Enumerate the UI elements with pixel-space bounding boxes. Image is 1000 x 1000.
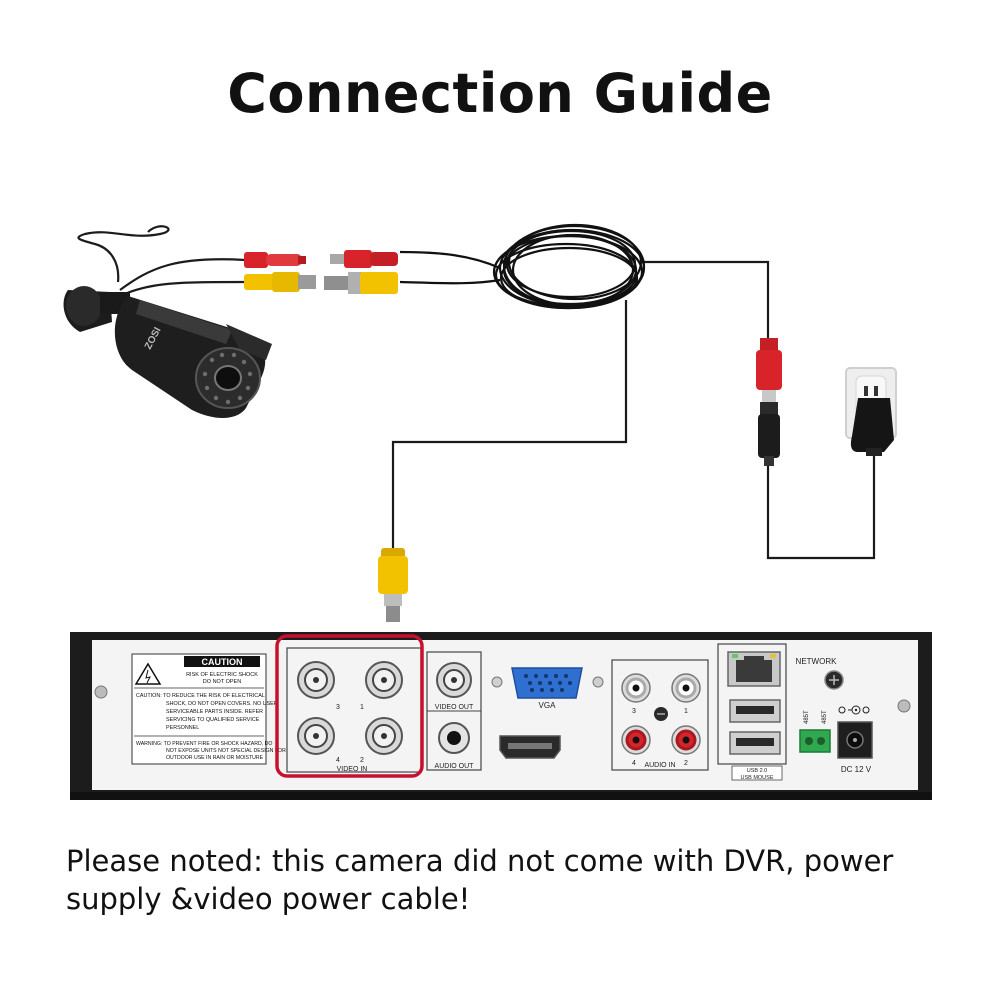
bullet-camera-icon: ZOSI [63, 286, 272, 418]
network-label: NETWORK [796, 657, 838, 666]
camera-dc-female-plug-icon [244, 252, 306, 268]
connection-diagram: ZOSI [63, 223, 932, 800]
warning-text2: NOT EXPOSE UNITS NOT SPECIAL DESIGN FOR [166, 748, 286, 754]
usb-port-top[interactable] [729, 699, 781, 723]
polarity-symbol-icon [838, 705, 870, 715]
caution-heading: CAUTION [202, 657, 243, 667]
power-connector-red-icon [756, 338, 782, 466]
caution-text5: PERSONNEL [166, 725, 199, 731]
rs485-label-a: 485T [804, 710, 810, 724]
audio-out-port[interactable] [438, 722, 470, 754]
vga-label: VGA [539, 701, 557, 710]
usb-label-1: USB 2.0 [747, 768, 767, 774]
camera-bnc-female-plug-icon [244, 272, 316, 292]
page-title: Connection Guide [227, 62, 773, 125]
camera-pigtail [77, 225, 246, 297]
audio-in-port-2[interactable] [671, 725, 701, 755]
video-in-port-4-label: 4 [336, 757, 340, 764]
caution-sub2: DO NOT OPEN [203, 679, 241, 685]
caution-text2: SHOCK, DO NOT OPEN COVERS. NO USER [166, 701, 278, 707]
ground-terminal-icon [824, 670, 844, 690]
video-in-port-2-label: 2 [360, 757, 364, 764]
warning-text3: OUTDOOR USE IN RAIN OR MOISTURE [166, 755, 264, 761]
video-in-port-4[interactable] [297, 717, 335, 755]
video-in-highlight [275, 634, 424, 778]
audio-in-block: 3 1 4 2 AUDIO IN [611, 659, 709, 771]
dvr-bnc-plug-icon [378, 548, 408, 622]
video-in-port-3[interactable] [297, 661, 335, 699]
caution-label: CAUTION RISK OF ELECTRIC SHOCK DO NOT OP… [131, 653, 286, 765]
video-cable-line [391, 300, 628, 548]
power-cable-line [640, 260, 770, 338]
caution-text3: SERVICEABLE PARTS INSIDE. REFER [166, 709, 263, 715]
audio-in-label: AUDIO IN [644, 762, 675, 769]
dc-power-port[interactable] [837, 721, 873, 759]
caution-text1: CAUTION: TO REDUCE THE RISK OF ELECTRICA… [136, 693, 265, 699]
usb-label-2: USB MOUSE [740, 775, 773, 781]
ground-screw-icon [654, 707, 668, 721]
video-in-port-3-label: 3 [336, 704, 340, 711]
video-out-label: VIDEO OUT [435, 704, 474, 711]
video-in-port-2[interactable] [365, 717, 403, 755]
network-port[interactable] [727, 651, 781, 687]
video-in-port-1[interactable] [365, 661, 403, 699]
video-in-label: VIDEO IN [337, 766, 368, 773]
adapter-cable-line [766, 452, 876, 560]
note-line-2: supply &video power cable! [66, 882, 471, 916]
hdmi-port[interactable] [499, 735, 561, 759]
cable-bnc-male-plug-icon [324, 272, 398, 294]
audio-in-port-3[interactable] [621, 673, 651, 703]
note-line-1: Please noted: this camera did not come w… [66, 844, 894, 878]
dc-label: DC 12 V [841, 765, 872, 774]
caution-text4: SERVICING TO QUALIFIED SERVICE [166, 717, 260, 723]
cable-dc-male-plug-icon [330, 250, 398, 268]
audio-in-port-2-label: 2 [684, 760, 688, 767]
video-audio-out-block: VIDEO OUT AUDIO OUT [426, 651, 482, 771]
video-in-port-1-label: 1 [360, 704, 364, 711]
rs485-label-b: 485T [822, 710, 828, 724]
audio-in-port-4[interactable] [621, 725, 651, 755]
power-adapter-icon [850, 398, 894, 456]
audio-in-port-1-label: 1 [684, 708, 688, 715]
vga-port[interactable] [491, 667, 604, 699]
audio-in-port-3-label: 3 [632, 708, 636, 715]
video-in-block: 3 1 4 2 VIDEO IN [286, 647, 422, 773]
cable-coil-icon [399, 223, 646, 310]
audio-in-port-1[interactable] [671, 673, 701, 703]
video-out-port[interactable] [436, 662, 472, 698]
cable-lines [391, 260, 876, 560]
caution-sub1: RISK OF ELECTRIC SHOCK [186, 672, 258, 678]
rs485-terminal[interactable] [799, 729, 831, 753]
warning-text1: WARNING: TO PREVENT FIRE OR SHOCK HAZARD… [136, 741, 272, 747]
network-usb-block: USB 2.0 USB MOUSE [717, 643, 787, 781]
usb-port-bottom[interactable] [729, 731, 781, 755]
audio-out-label: AUDIO OUT [435, 763, 475, 770]
disclaimer-note: Please noted: this camera did not come w… [66, 842, 966, 918]
audio-in-port-4-label: 4 [632, 760, 636, 767]
